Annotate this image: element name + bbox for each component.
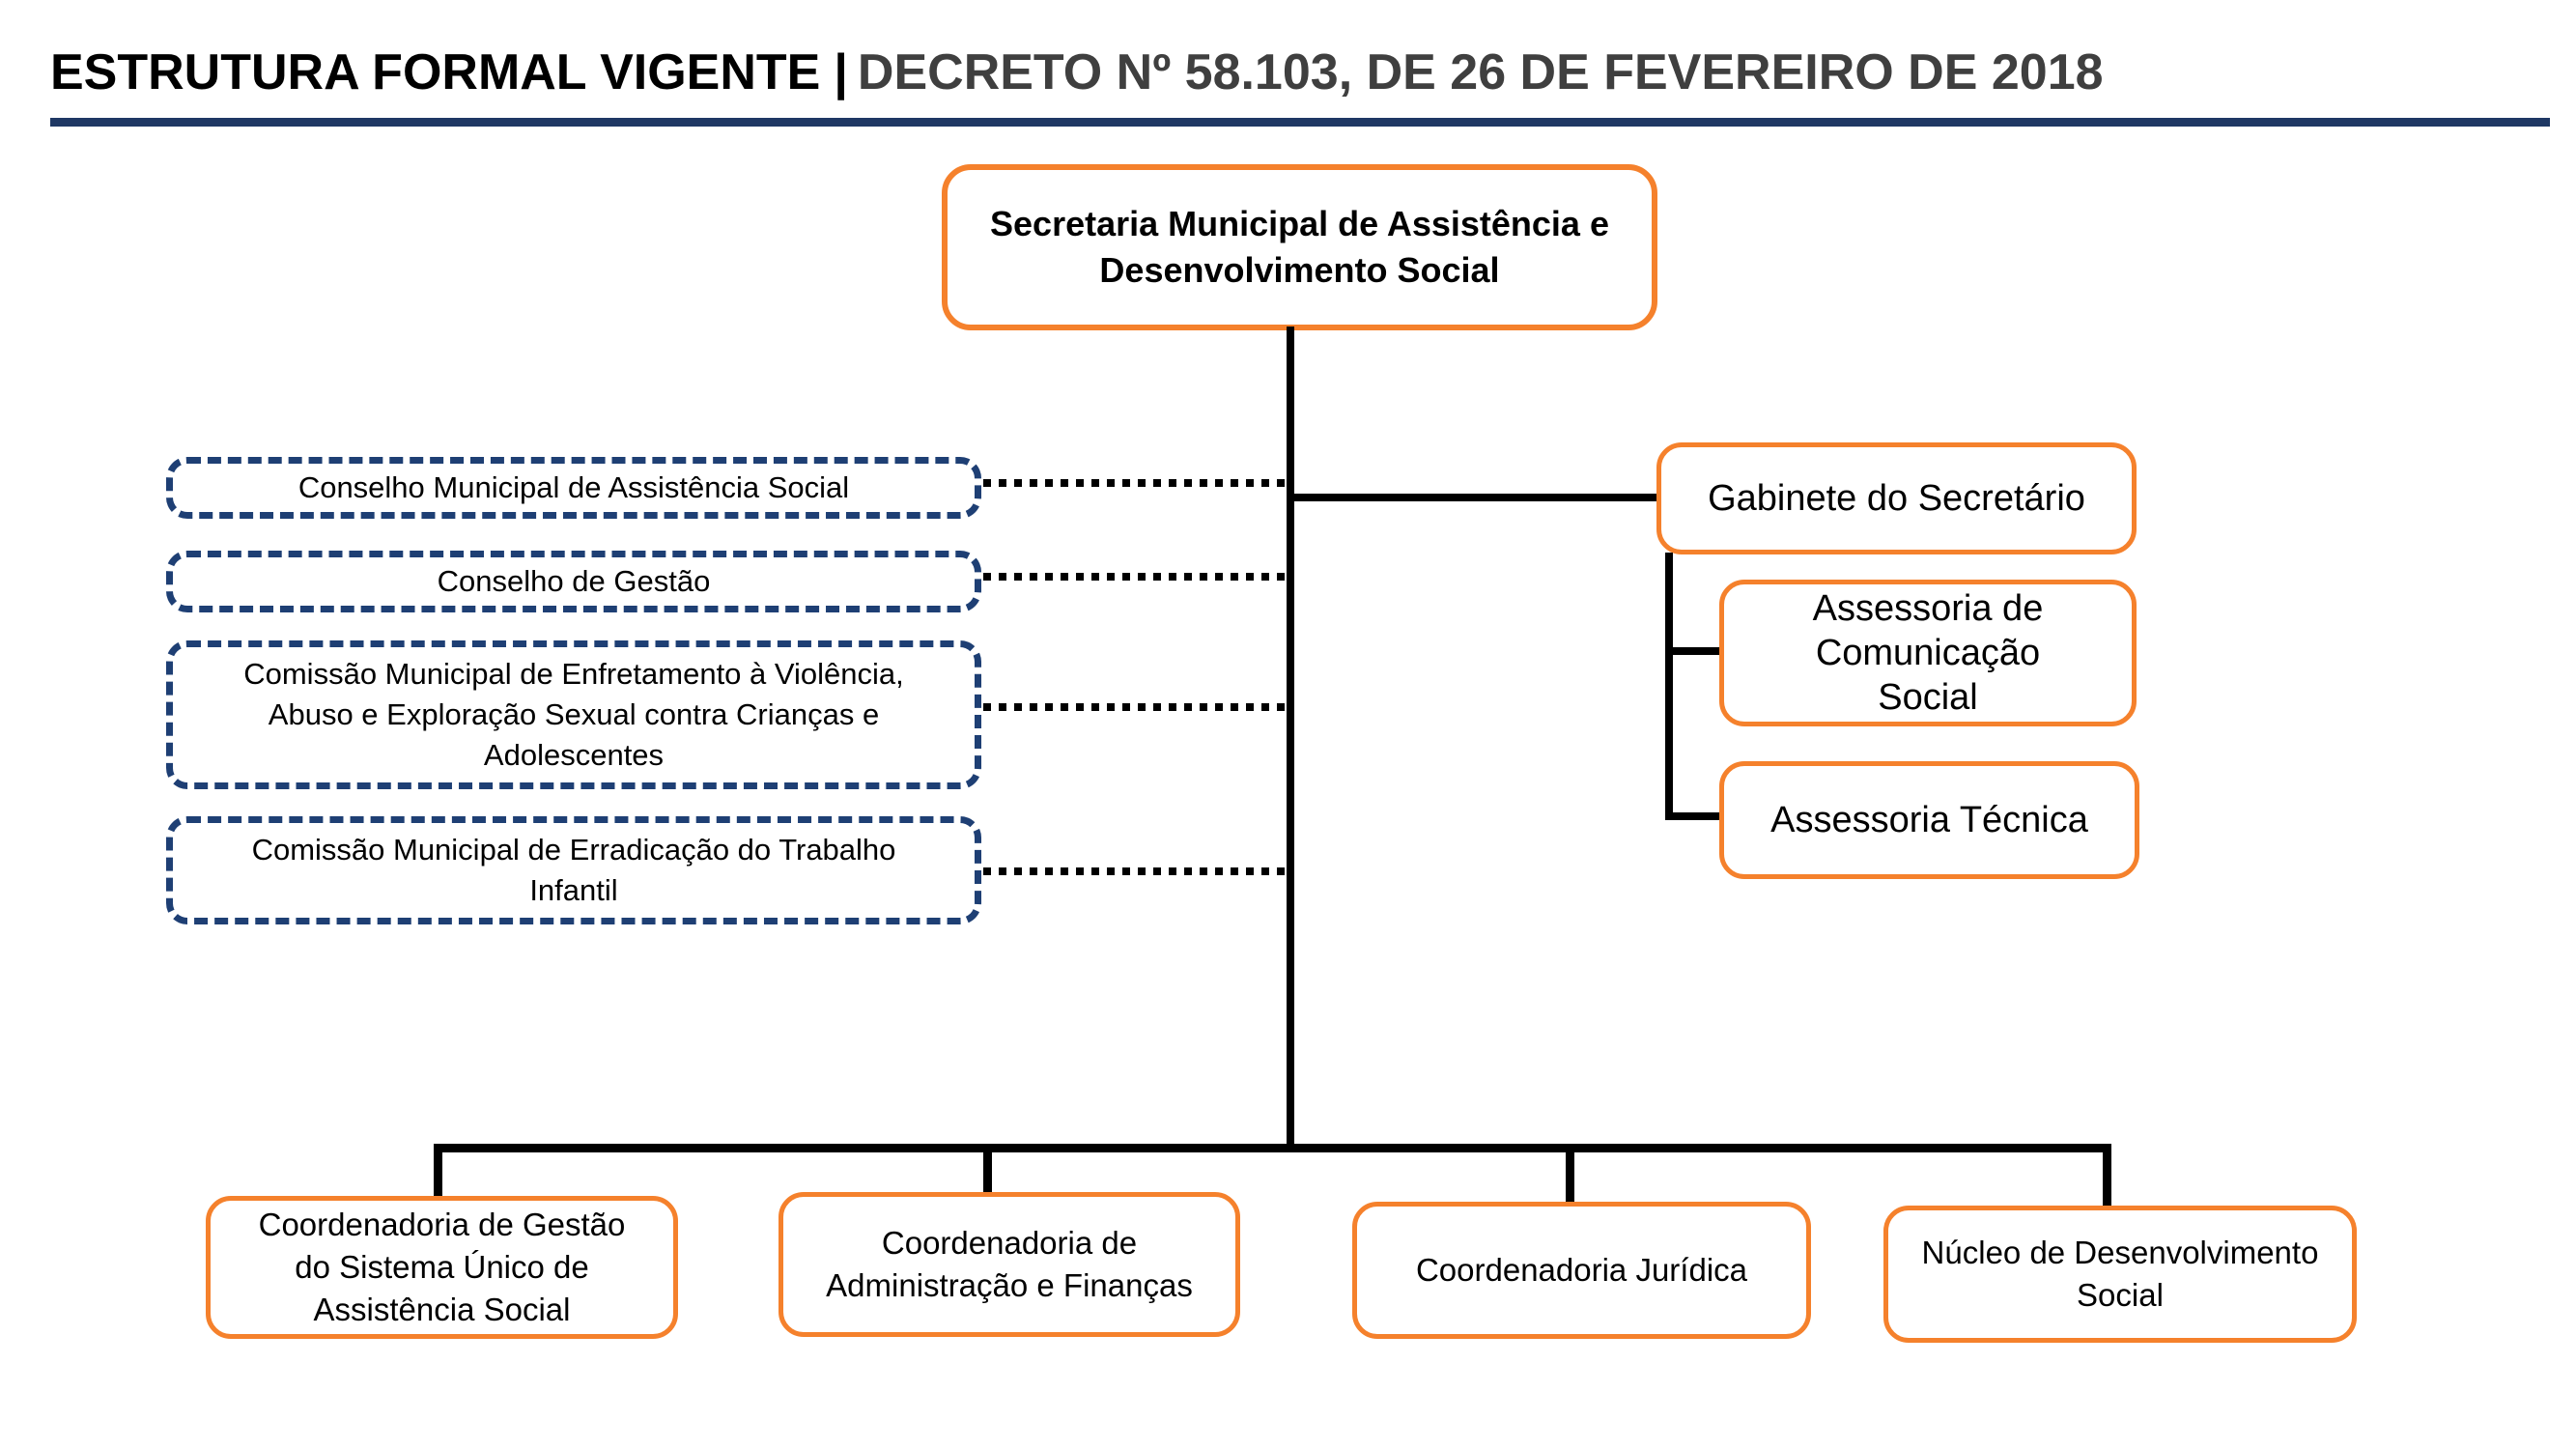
page-title: ESTRUTURA FORMAL VIGENTE|DECRETO Nº 58.1…: [50, 44, 2104, 100]
coordenadoria-juridica-box: Coordenadoria Jurídica: [1352, 1202, 1811, 1339]
gabinete-connector-line: [1290, 494, 1656, 501]
page-title-separator: |: [834, 44, 848, 100]
gabinete-box: Gabinete do Secretário: [1656, 442, 2137, 554]
bottom-stub-3: [1566, 1144, 1574, 1202]
page-title-secondary: DECRETO Nº 58.103, DE 26 DE FEVEREIRO DE…: [857, 44, 2104, 100]
bottom-stub-1: [434, 1144, 442, 1196]
coordenadoria-gestao-label: Coordenadoria de Gestão do Sistema Único…: [258, 1207, 626, 1327]
advisory-box-comissao-erradicacao: Comissão Municipal de Erradicação do Tra…: [166, 816, 981, 924]
coordenadoria-adm-financas-label: Coordenadoria de Administração e Finança…: [826, 1225, 1193, 1303]
bottom-stub-4: [2103, 1144, 2111, 1206]
page-title-primary: ESTRUTURA FORMAL VIGENTE: [50, 44, 821, 100]
advisory-box-label: Comissão Municipal de Enfretamento à Vio…: [243, 657, 904, 772]
dotted-connector-3: [983, 703, 1288, 711]
comunicacao-stub-line: [1665, 647, 1719, 655]
trunk-line: [1287, 327, 1294, 1150]
gabinete-box-label: Gabinete do Secretário: [1708, 478, 2085, 519]
dotted-connector-4: [983, 867, 1288, 875]
header-rule: [50, 118, 2550, 127]
coordenadoria-gestao-box: Coordenadoria de Gestão do Sistema Único…: [206, 1196, 678, 1339]
advisory-box-conselho-municipal: Conselho Municipal de Assistência Social: [166, 457, 981, 519]
root-box-label: Secretaria Municipal de Assistência e De…: [990, 204, 1609, 290]
nucleo-desenvolvimento-label: Núcleo de Desenvolvimento Social: [1921, 1235, 2319, 1313]
gabinete-children-line: [1665, 553, 1673, 820]
advisory-box-comissao-enfretamento: Comissão Municipal de Enfretamento à Vio…: [166, 640, 981, 789]
coordenadoria-adm-financas-box: Coordenadoria de Administração e Finança…: [778, 1192, 1240, 1337]
advisory-box-label: Conselho de Gestão: [437, 564, 711, 598]
root-box-secretaria: Secretaria Municipal de Assistência e De…: [942, 164, 1657, 330]
assessoria-tecnica-label: Assessoria Técnica: [1770, 800, 2088, 840]
advisory-box-label: Conselho Municipal de Assistência Social: [297, 470, 850, 504]
bottom-stub-2: [983, 1144, 992, 1192]
dotted-connector-2: [983, 573, 1288, 581]
assessoria-tecnica-box: Assessoria Técnica: [1719, 761, 2139, 879]
coordenadoria-juridica-label: Coordenadoria Jurídica: [1415, 1252, 1748, 1288]
advisory-box-label: Comissão Municipal de Erradicação do Tra…: [251, 833, 896, 907]
bottom-rail-line: [434, 1144, 2111, 1152]
nucleo-desenvolvimento-box: Núcleo de Desenvolvimento Social: [1883, 1206, 2357, 1343]
assessoria-comunicacao-box: Assessoria de Comunicação Social: [1719, 580, 2137, 726]
assessoria-comunicacao-label: Assessoria de Comunicação Social: [1812, 588, 2044, 718]
tecnica-stub-line: [1665, 812, 1719, 820]
dotted-connector-1: [983, 479, 1288, 487]
advisory-box-conselho-gestao: Conselho de Gestão: [166, 551, 981, 612]
